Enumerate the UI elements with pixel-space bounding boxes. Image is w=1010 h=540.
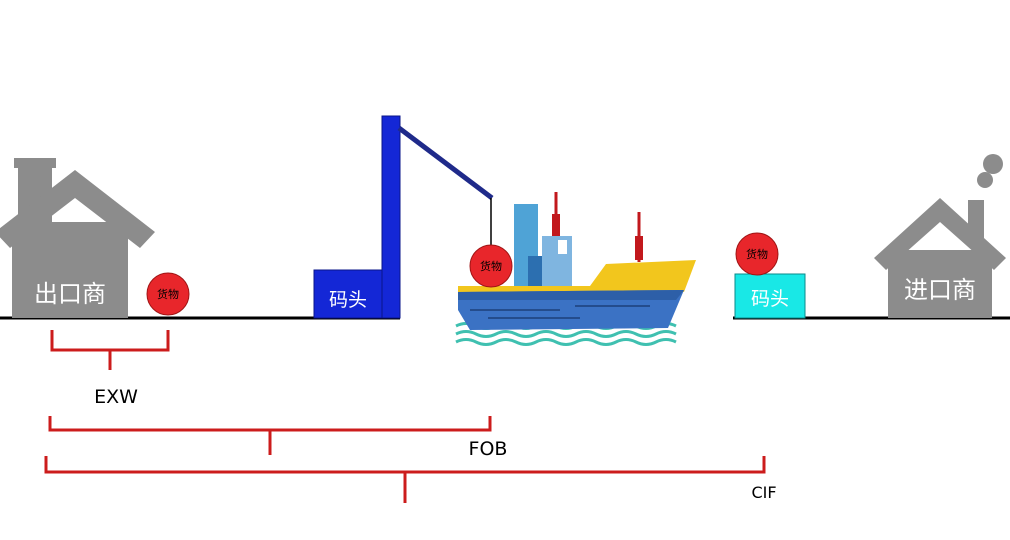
- importer-house: 进口商: [874, 154, 1006, 318]
- cabin-mid: [542, 236, 572, 288]
- goods-label: 货物: [157, 287, 179, 301]
- origin-port-block: [313, 269, 383, 319]
- destination-port: 码头: [734, 273, 806, 319]
- goods-label: 货物: [480, 259, 502, 273]
- destination-port-label: 码头: [751, 288, 789, 310]
- cif-label: CIF: [751, 483, 776, 502]
- exporter-body: [12, 222, 128, 318]
- ship-deck: [458, 260, 696, 294]
- origin-port: 码头: [313, 269, 383, 319]
- importer-body: [888, 250, 992, 318]
- ship: [455, 192, 696, 346]
- smoke-puff-1: [983, 154, 1003, 174]
- fob-bracket: FOB: [48, 416, 508, 460]
- origin-port-label: 码头: [329, 289, 367, 311]
- exporter-label: 出口商: [34, 280, 106, 308]
- exporter-chimney-cap: [14, 158, 56, 168]
- crane: [381, 115, 494, 319]
- importer-label: 进口商: [904, 276, 976, 304]
- cabin-window: [558, 240, 567, 254]
- importer-roof: [874, 198, 1006, 270]
- goods-at-destination: 货物: [735, 232, 779, 276]
- cif-bracket: CIF: [44, 456, 777, 503]
- goods-circle: [146, 272, 190, 316]
- goods-circle: [735, 232, 779, 276]
- goods-on-crane: 货物: [469, 244, 513, 288]
- destination-port-block: [734, 273, 806, 319]
- goods-circle: [469, 244, 513, 288]
- crane-tower: [381, 115, 401, 319]
- exw-bracket: EXW: [50, 330, 170, 408]
- fob-label: FOB: [469, 438, 508, 460]
- exw-label: EXW: [94, 386, 138, 408]
- goods-at-exporter: 货物: [146, 272, 190, 316]
- goods-label: 货物: [746, 247, 768, 261]
- crane-arm: [397, 126, 494, 200]
- exporter-house: 出口商: [0, 158, 155, 318]
- smoke-puff-2: [977, 172, 993, 188]
